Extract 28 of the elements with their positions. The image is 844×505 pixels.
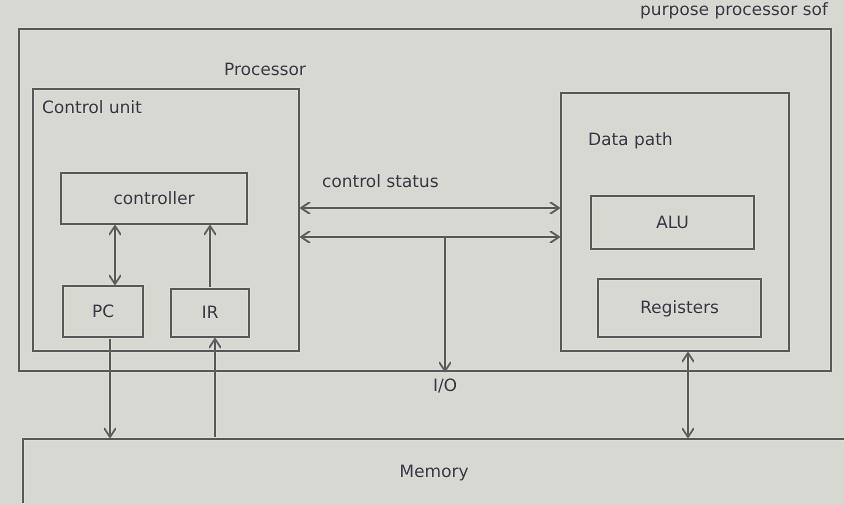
arrow xyxy=(103,339,117,438)
arrow xyxy=(300,230,560,244)
note-text: purpose processor sof xyxy=(640,0,828,20)
controller-box xyxy=(60,172,248,225)
register-box xyxy=(62,285,144,338)
data-path-box xyxy=(560,92,790,352)
memory-bar xyxy=(22,438,844,503)
box-label: Data path xyxy=(588,130,673,150)
arrow xyxy=(300,201,560,215)
register-box xyxy=(170,288,250,338)
box-label: IR xyxy=(200,303,220,323)
arrow xyxy=(681,352,695,438)
box-label: Registers xyxy=(639,298,720,318)
box-label: ALU xyxy=(655,212,690,232)
arrow xyxy=(208,338,222,437)
alu-box xyxy=(590,195,755,250)
io-text: I/O xyxy=(432,376,458,396)
box-label: Control unit xyxy=(42,98,142,118)
arrow xyxy=(108,225,122,285)
box-label: Memory xyxy=(398,462,470,482)
register-file-box xyxy=(597,278,762,338)
box-label: PC xyxy=(90,302,116,322)
arrow xyxy=(438,237,452,372)
box-label: controller xyxy=(112,188,196,208)
arrow xyxy=(203,225,217,287)
control-unit-box xyxy=(32,88,300,352)
box-label: Processor xyxy=(224,60,306,80)
processor-box xyxy=(18,28,832,372)
